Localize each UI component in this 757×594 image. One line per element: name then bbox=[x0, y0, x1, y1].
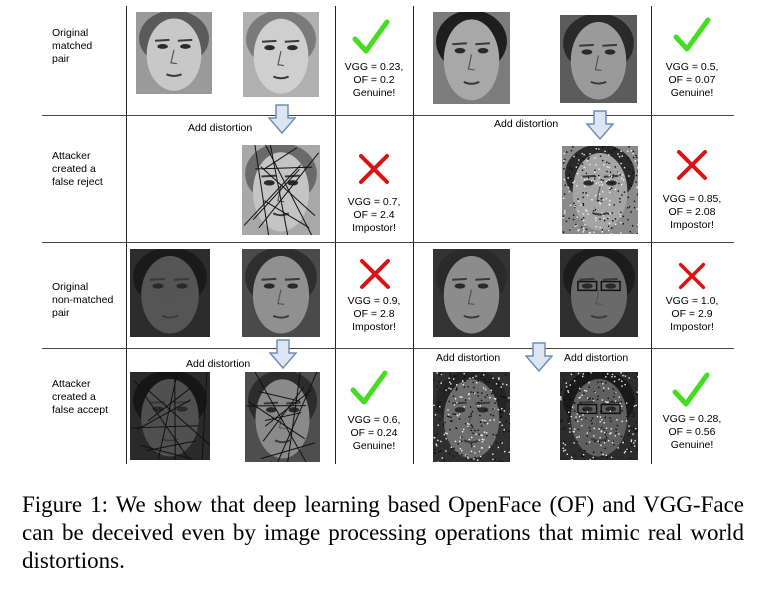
result-line: VGG = 0.9, bbox=[347, 295, 401, 307]
result-line: OF = 2.9 bbox=[671, 308, 713, 320]
row-label-line: Original bbox=[52, 27, 89, 39]
result-line: OF = 2.4 bbox=[353, 209, 395, 221]
face-image-male-glasses bbox=[560, 249, 638, 337]
grid-line bbox=[126, 6, 127, 464]
face-image-female-1 bbox=[136, 12, 212, 94]
grid-line bbox=[335, 6, 336, 464]
add-distortion-label: Add distortion bbox=[564, 352, 629, 364]
row-label-line: Attacker bbox=[52, 378, 91, 390]
row-label-line: false accept bbox=[52, 404, 109, 416]
result-line: Genuine! bbox=[352, 440, 396, 452]
result-line: VGG = 0.85, bbox=[662, 193, 722, 205]
grid-line bbox=[42, 115, 734, 116]
result-text: VGG = 0.9, OF = 2.8 Impostor! bbox=[334, 295, 414, 334]
face-image-male-glasses-noise bbox=[560, 372, 638, 460]
result-line: OF = 0.56 bbox=[668, 426, 716, 438]
result-text: VGG = 0.23, OF = 0.2 Genuine! bbox=[334, 61, 414, 100]
add-distortion-label: Add distortion bbox=[436, 352, 501, 364]
down-arrow-icon bbox=[269, 339, 297, 369]
result-line: OF = 0.24 bbox=[350, 427, 398, 439]
result-line: Genuine! bbox=[670, 87, 714, 99]
result-line: OF = 0.07 bbox=[668, 74, 716, 86]
check-mark-icon bbox=[673, 17, 711, 52]
cross-mark-icon bbox=[677, 150, 707, 180]
row-label-false-reject: Attacker created a false reject bbox=[52, 150, 126, 189]
row-label-line: Original bbox=[52, 281, 89, 293]
result-line: VGG = 1.0, bbox=[665, 295, 719, 307]
result-text: VGG = 0.28, OF = 0.56 Genuine! bbox=[652, 413, 732, 452]
face-image-female-2 bbox=[242, 249, 320, 337]
result-line: Impostor! bbox=[670, 321, 714, 333]
face-image-male-asian-1-b bbox=[560, 15, 637, 103]
row-label-original-non-matched: Original non-matched pair bbox=[52, 281, 126, 320]
grid-line bbox=[42, 348, 734, 349]
result-line: VGG = 0.28, bbox=[662, 413, 722, 425]
result-text: VGG = 1.0, OF = 2.9 Impostor! bbox=[652, 295, 732, 334]
result-line: VGG = 0.7, bbox=[347, 196, 401, 208]
row-label-line: non-matched bbox=[52, 294, 114, 306]
grid-line bbox=[413, 6, 414, 464]
cross-mark-icon bbox=[678, 262, 706, 290]
row-label-line: matched bbox=[52, 40, 93, 52]
result-line: Impostor! bbox=[352, 222, 396, 234]
face-image-male-dark bbox=[130, 249, 210, 337]
row-label-line: created a bbox=[52, 163, 96, 175]
result-line: OF = 0.2 bbox=[353, 74, 395, 86]
grid-line bbox=[651, 6, 652, 464]
row-label-line: pair bbox=[52, 307, 70, 319]
face-image-male-dark-distorted bbox=[130, 372, 210, 460]
result-text: VGG = 0.85, OF = 2.08 Impostor! bbox=[652, 193, 732, 232]
result-text: VGG = 0.6, OF = 0.24 Genuine! bbox=[334, 414, 414, 453]
result-line: Impostor! bbox=[352, 321, 396, 333]
row-label-false-accept: Attacker created a false accept bbox=[52, 378, 126, 417]
down-arrow-icon bbox=[525, 342, 553, 372]
face-image-distorted-noise-male bbox=[562, 146, 638, 234]
figure-1: Original matched pair Attacker created a… bbox=[42, 6, 734, 464]
result-line: VGG = 0.6, bbox=[347, 414, 401, 426]
cross-mark-icon bbox=[359, 154, 389, 184]
result-line: OF = 2.08 bbox=[668, 206, 716, 218]
row-label-line: created a bbox=[52, 391, 96, 403]
face-image-distorted-lines-female bbox=[242, 145, 320, 235]
cross-mark-icon bbox=[360, 259, 390, 289]
down-arrow-icon bbox=[268, 104, 296, 134]
result-line: VGG = 0.23, bbox=[344, 61, 404, 73]
face-image-female-2-distorted bbox=[245, 372, 320, 462]
result-text: VGG = 0.5, OF = 0.07 Genuine! bbox=[652, 61, 732, 100]
result-line: Genuine! bbox=[352, 87, 396, 99]
face-image-female-3-noise bbox=[433, 372, 510, 462]
row-label-line: pair bbox=[52, 53, 70, 65]
result-line: Impostor! bbox=[670, 219, 714, 231]
add-distortion-label: Add distortion bbox=[188, 122, 253, 134]
face-image-female-3 bbox=[433, 249, 510, 337]
row-label-line: Attacker bbox=[52, 150, 91, 162]
row-label-original-matched: Original matched pair bbox=[52, 27, 126, 66]
row-label-line: false reject bbox=[52, 176, 103, 188]
down-arrow-icon bbox=[586, 110, 614, 140]
result-line: OF = 2.8 bbox=[353, 308, 395, 320]
result-line: VGG = 0.5, bbox=[665, 61, 719, 73]
result-line: Genuine! bbox=[670, 439, 714, 451]
face-image-male-asian-1 bbox=[433, 12, 510, 104]
check-mark-icon bbox=[350, 370, 388, 405]
result-text: VGG = 0.7, OF = 2.4 Impostor! bbox=[334, 196, 414, 235]
grid-line bbox=[42, 242, 734, 243]
face-image-female-1-b bbox=[243, 12, 319, 97]
figure-caption: Figure 1: We show that deep learning bas… bbox=[22, 492, 744, 573]
check-mark-icon bbox=[672, 372, 710, 407]
add-distortion-label: Add distortion bbox=[186, 358, 251, 370]
add-distortion-label: Add distortion bbox=[494, 118, 559, 130]
check-mark-icon bbox=[352, 19, 390, 54]
